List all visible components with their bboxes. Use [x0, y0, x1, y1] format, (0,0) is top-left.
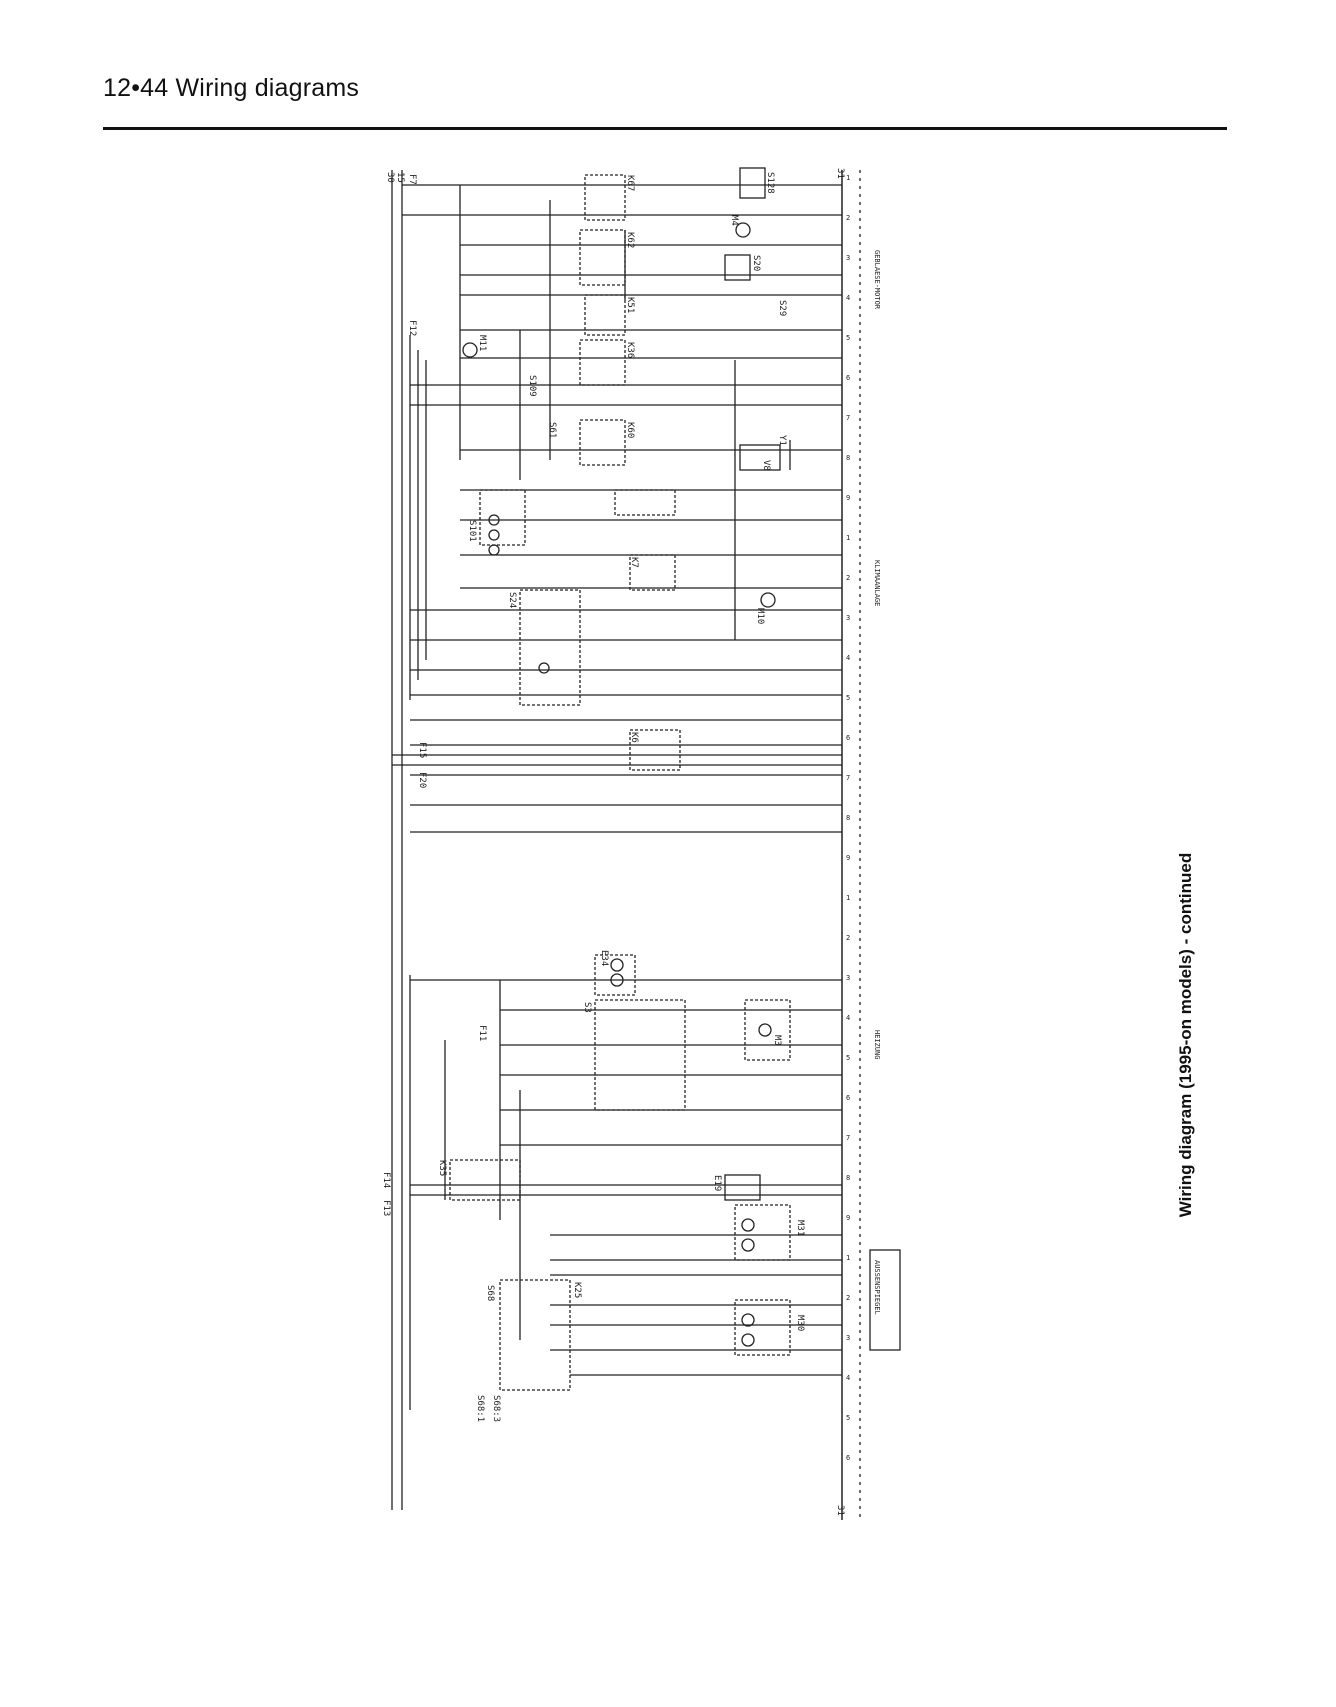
svg-text:4: 4	[846, 1014, 850, 1022]
svg-text:3: 3	[846, 614, 850, 622]
component-e34: E34	[599, 950, 609, 966]
rail-label-31: 31	[835, 168, 845, 179]
component-s109: S109	[527, 375, 537, 397]
svg-text:1: 1	[846, 174, 850, 182]
svg-text:7: 7	[846, 1134, 850, 1142]
component-k6: K6	[629, 732, 639, 743]
svg-text:5: 5	[846, 694, 850, 702]
section-label-heater: HEIZUNG	[873, 1030, 881, 1060]
svg-text:4: 4	[846, 654, 850, 662]
svg-text:2: 2	[846, 214, 850, 222]
svg-text:6: 6	[846, 734, 850, 742]
svg-text:7: 7	[846, 414, 850, 422]
component-k51: K51	[625, 297, 635, 313]
side-caption-text: Wiring diagram (1995-on models) - contin…	[1176, 852, 1195, 1218]
section-label-aircon: KLIMAANLAGE	[873, 560, 881, 606]
ground-label: 31	[835, 1505, 845, 1516]
section-label-mirrors: AUSSENSPIEGEL	[873, 1260, 881, 1315]
component-m31: M31	[795, 1220, 805, 1236]
svg-text:3: 3	[846, 254, 850, 262]
svg-text:1: 1	[846, 894, 850, 902]
component-v8: V8	[761, 460, 771, 471]
component-s68-3: S68:3	[491, 1395, 501, 1422]
fuse-label-f13: F13	[381, 1200, 391, 1216]
svg-text:3: 3	[846, 974, 850, 982]
component-k60: K60	[625, 422, 635, 438]
component-k62: K62	[625, 232, 635, 248]
svg-text:9: 9	[846, 494, 850, 502]
component-k25: K25	[572, 1282, 582, 1298]
rail-label-15: 15	[395, 172, 405, 183]
component-m10: M10	[755, 608, 765, 624]
fuse-label-f15: F15	[417, 742, 427, 758]
svg-text:1: 1	[846, 534, 850, 542]
svg-text:4: 4	[846, 294, 850, 302]
svg-text:5: 5	[846, 1414, 850, 1422]
component-k36: K36	[625, 342, 635, 358]
fuse-label-f14: F14	[381, 1172, 391, 1188]
svg-text:8: 8	[846, 454, 850, 462]
svg-text:6: 6	[846, 1454, 850, 1462]
component-s68: S68	[485, 1285, 495, 1301]
svg-text:6: 6	[846, 374, 850, 382]
svg-text:7: 7	[846, 774, 850, 782]
fuse-label-f7: F7	[407, 174, 417, 185]
component-s20a: S20	[751, 255, 761, 271]
component-s24: S24	[507, 592, 517, 608]
component-k35: K35	[437, 1160, 447, 1176]
component-k67: K67	[625, 175, 635, 191]
svg-text:6: 6	[846, 1094, 850, 1102]
component-m11: M11	[477, 335, 487, 351]
svg-text:8: 8	[846, 814, 850, 822]
component-s61: S61	[547, 422, 557, 438]
svg-text:2: 2	[846, 934, 850, 942]
component-m30: M30	[795, 1315, 805, 1331]
page-header-title: 12•44 Wiring diagrams	[103, 74, 360, 102]
svg-text:9: 9	[846, 854, 850, 862]
fuse-label-f20: F20	[417, 772, 427, 788]
component-m3: M3	[772, 1035, 782, 1046]
component-m4: M4	[729, 215, 739, 226]
component-y1: Y1	[777, 435, 787, 446]
component-s128: S128	[765, 172, 775, 194]
svg-text:1: 1	[846, 1254, 850, 1262]
component-k7: K7	[629, 557, 639, 568]
component-s3: S3	[582, 1002, 592, 1013]
svg-text:3: 3	[846, 1334, 850, 1342]
fuse-label-f11: F11	[477, 1025, 487, 1041]
component-s101: S101	[467, 520, 477, 542]
fuse-label-f12: F12	[407, 320, 417, 336]
section-label-blower: GEBLAESE-MOTOR	[873, 250, 881, 310]
component-e19: E19	[712, 1175, 722, 1191]
header-rule	[103, 127, 1227, 130]
svg-text:5: 5	[846, 1054, 850, 1062]
svg-text:2: 2	[846, 574, 850, 582]
component-s29: S29	[777, 300, 787, 316]
rail-label-30: 30	[385, 172, 395, 183]
svg-text:5: 5	[846, 334, 850, 342]
wiring-diagram: 123 456 789 123 456 789 123 456 789 123 …	[381, 167, 901, 1520]
svg-text:9: 9	[846, 1214, 850, 1222]
svg-text:2: 2	[846, 1294, 850, 1302]
svg-text:8: 8	[846, 1174, 850, 1182]
svg-text:4: 4	[846, 1374, 850, 1382]
component-s68-1: S68:1	[475, 1395, 485, 1422]
